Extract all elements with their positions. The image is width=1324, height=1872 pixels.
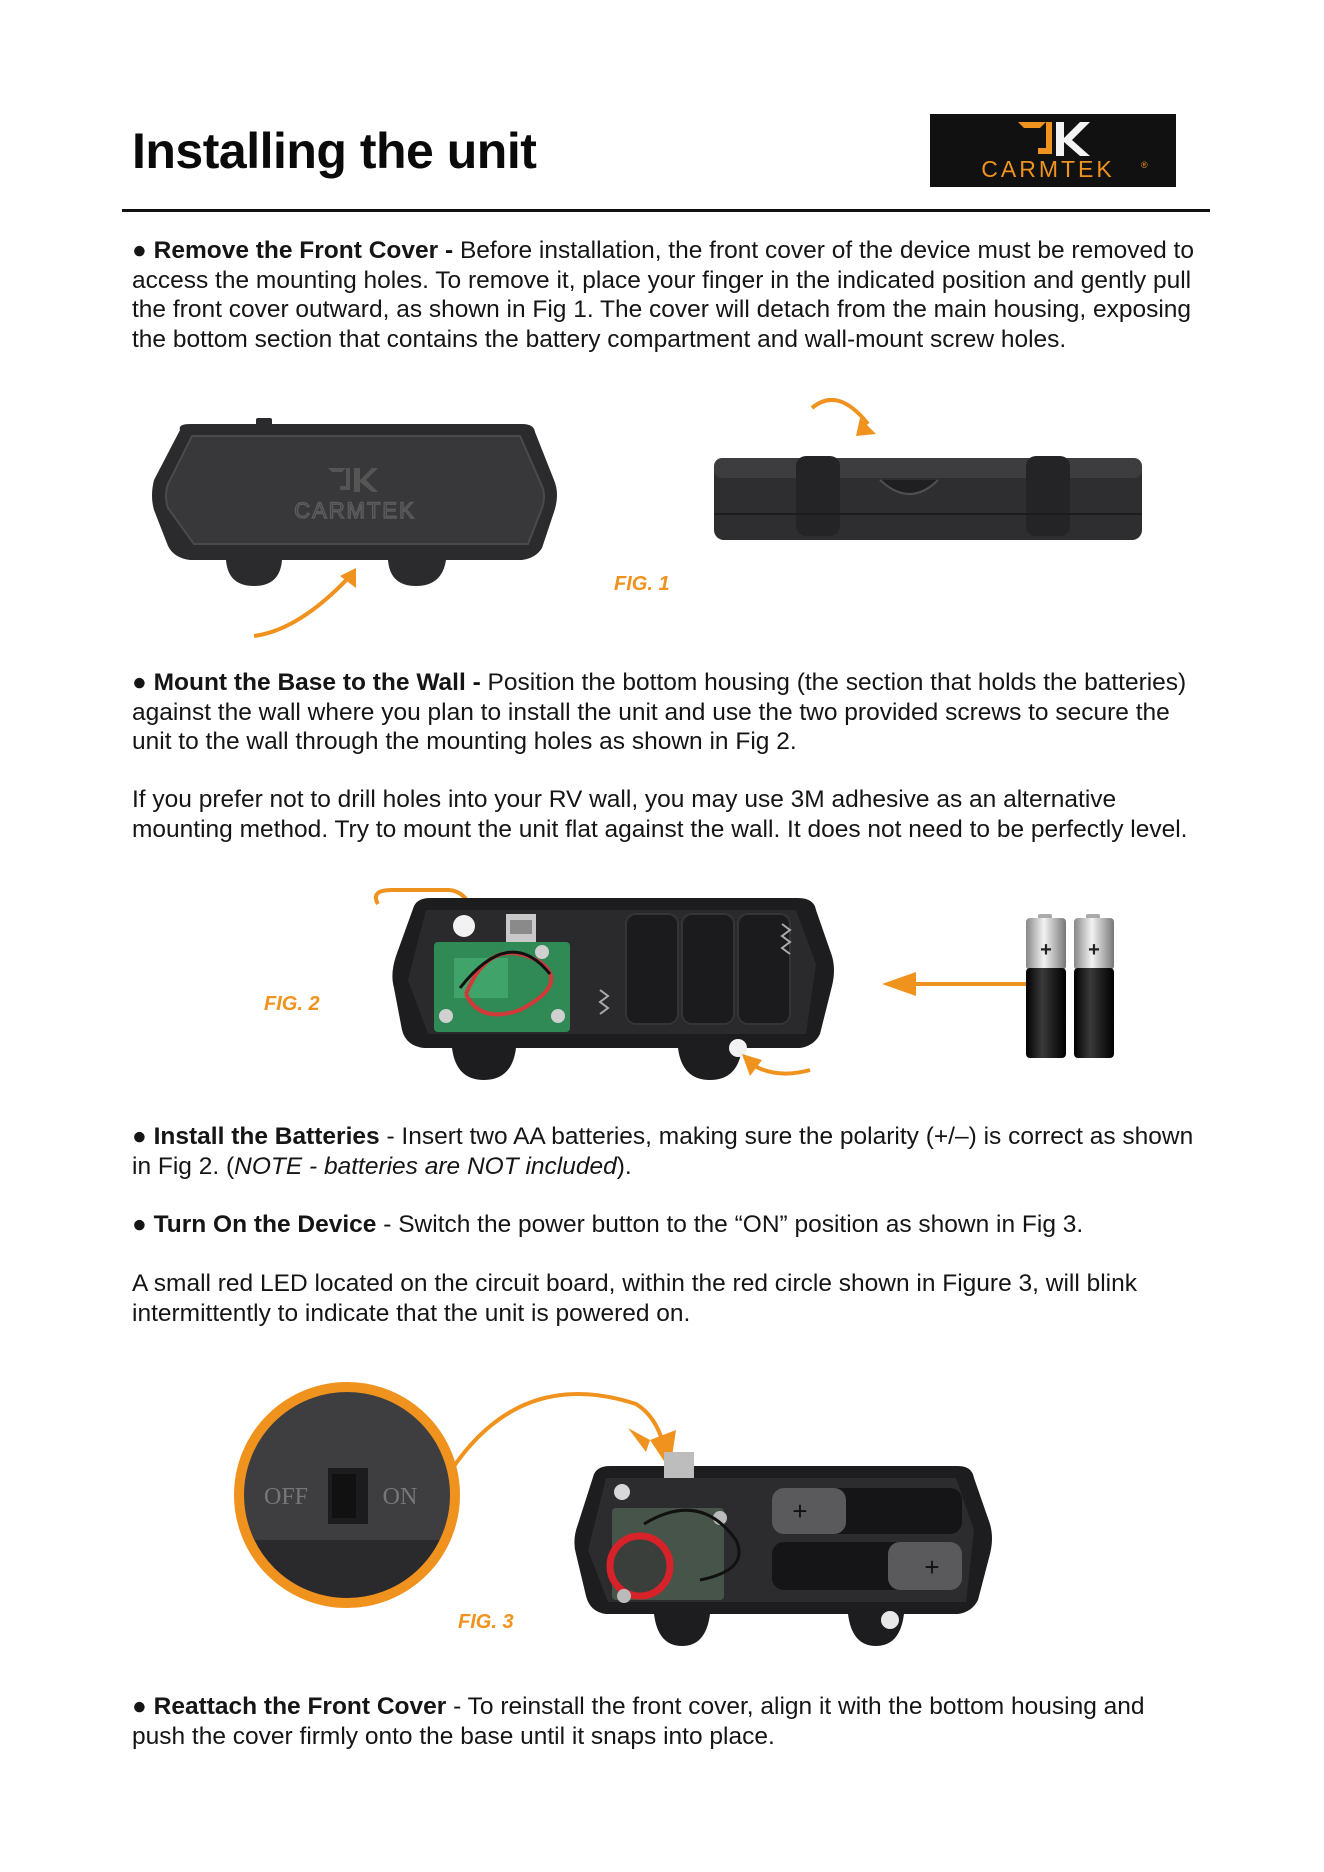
bullet: ● [132, 1211, 147, 1238]
battery-plus-sign: + [1088, 939, 1100, 961]
section-heading: Install the Batteries [153, 1123, 380, 1150]
fig2-open-housing-image [373, 888, 834, 1080]
section-body: - Switch the power button to the “ON” po… [376, 1211, 1084, 1238]
section-install-batteries: ● Install the Batteries - Insert two AA … [132, 1122, 1202, 1181]
section-mount-base: ● Mount the Base to the Wall - Position … [132, 668, 1202, 757]
fig3-open-housing-image: + + [574, 1452, 992, 1646]
section-reattach: ● Reattach the Front Cover - To reinstal… [132, 1692, 1202, 1751]
logo-text: CARMTEK [981, 156, 1114, 182]
adhesive-note: If you prefer not to drill holes into yo… [132, 786, 1188, 843]
registered-mark: ® [1141, 160, 1148, 170]
battery-plus-sign: + [924, 1552, 939, 1582]
section-heading: Turn On the Device [153, 1211, 377, 1238]
page-title: Installing the unit [132, 123, 537, 179]
section-remove-cover: ● Remove the Front Cover - Before instal… [132, 236, 1202, 354]
bullet: ● [132, 1693, 147, 1720]
aa-batteries-image: + + [1026, 914, 1114, 1058]
battery-note: NOTE - batteries are NOT included [234, 1152, 617, 1180]
switch-on-label: ON [383, 1484, 418, 1510]
led-note: A small red LED located on the circuit b… [132, 1270, 1137, 1327]
battery-direction-arrow [882, 972, 1034, 996]
section-heading: Mount the Base to the Wall - [153, 669, 488, 696]
section-body: Position the bottom housing (the section… [132, 669, 1187, 755]
battery-plus-sign: + [1040, 939, 1052, 961]
section-turn-on: ● Turn On the Device - Switch the power … [132, 1210, 1202, 1240]
header-rule [122, 209, 1210, 212]
fig3-label: FIG. 3 [458, 1611, 514, 1633]
section-body: - To reinstall the front cover, align it… [132, 1693, 1145, 1750]
switch-off-label: OFF [264, 1484, 308, 1510]
section-tail: ). [616, 1152, 632, 1180]
device-logo-embossed: CARMTEK [294, 498, 416, 523]
bullet: ● [132, 669, 147, 696]
section-heading: Remove the Front Cover - [153, 237, 460, 264]
section-heading: Reattach the Front Cover [153, 1693, 447, 1720]
fig1-label: FIG. 1 [614, 573, 670, 595]
fig1-side-view-image [714, 398, 1142, 540]
bullet: ● [132, 237, 147, 264]
bullet: ● [132, 1123, 147, 1150]
fig3-switch-closeup-image: OFF ON [234, 1382, 460, 1608]
battery-plus-sign: + [792, 1496, 807, 1526]
section-body: Before installation, the front cover of … [132, 237, 1194, 353]
fig2-label: FIG. 2 [264, 993, 320, 1015]
carmtek-logo: CARMTEK ® [930, 114, 1176, 187]
section-body: - Insert two AA batteries, making sure t… [132, 1123, 1194, 1180]
fig1-front-cover-image: CARMTEK [152, 418, 557, 638]
